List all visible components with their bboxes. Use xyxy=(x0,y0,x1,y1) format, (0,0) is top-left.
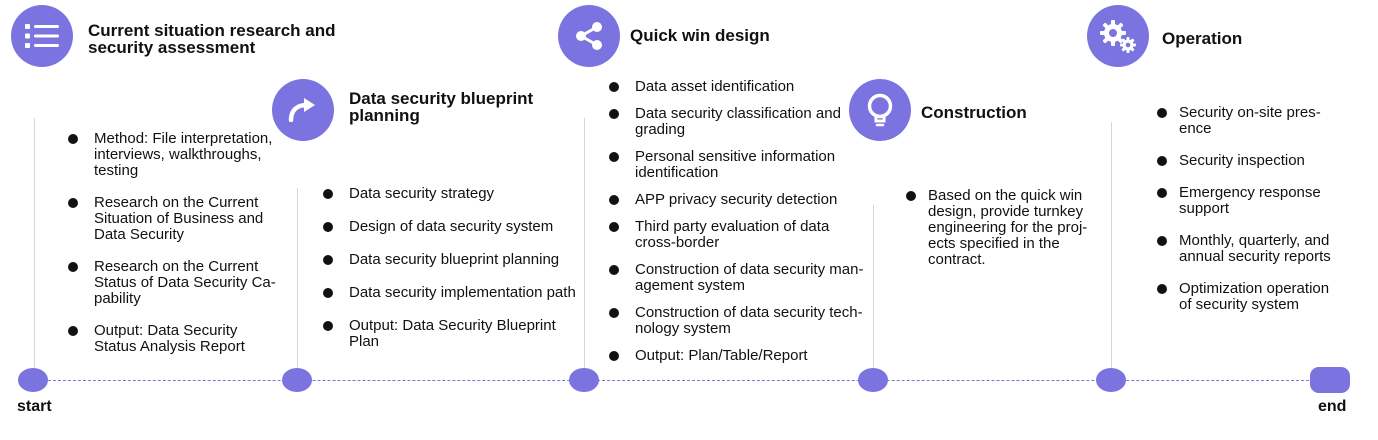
bullet-icon xyxy=(609,195,619,205)
stage-item-list: Security on-site pres-ence Security insp… xyxy=(1157,105,1342,313)
list-item: Data security implementation path xyxy=(323,285,583,301)
divider-line xyxy=(584,118,585,368)
list-item: Research on the Current Status of Data S… xyxy=(68,259,283,307)
list-item: Output: Data Security Blueprint Plan xyxy=(323,318,583,350)
stage-item-list: Method: File interpretation, interviews,… xyxy=(68,131,283,355)
bullet-icon xyxy=(1157,108,1167,118)
timeline-node xyxy=(569,368,599,392)
list-item: Third party evaluation of data cross-bor… xyxy=(609,219,871,251)
list-item: Based on the quick win design, provide t… xyxy=(906,188,1098,268)
timeline-end-label: end xyxy=(1318,398,1347,415)
bullet-icon xyxy=(609,265,619,275)
list-item: Research on the Current Situation of Bus… xyxy=(68,195,283,243)
list-item: Output: Plan/Table/Report xyxy=(609,348,871,364)
divider-line xyxy=(297,188,298,368)
list-item: Monthly, quarterly, and annual security … xyxy=(1157,233,1342,265)
list-item: Data security strategy xyxy=(323,186,583,202)
list-item: Output: Data Security Status Analysis Re… xyxy=(68,323,283,355)
divider-line xyxy=(34,118,35,368)
gears-icon xyxy=(1087,5,1149,67)
list-item: Construction of data security man-agemen… xyxy=(609,262,871,294)
stage-title: Construction xyxy=(921,103,1027,122)
bullet-icon xyxy=(68,134,78,144)
divider-line xyxy=(873,205,874,368)
bullet-icon xyxy=(68,262,78,272)
bullet-icon xyxy=(1157,188,1167,198)
list-item: Personal sensitive information identific… xyxy=(609,149,871,181)
bullet-icon xyxy=(323,222,333,232)
stage-title: Operation xyxy=(1162,29,1243,48)
stage-item-list: Data security strategy Design of data se… xyxy=(323,186,583,350)
share-icon xyxy=(558,5,620,67)
bullet-icon xyxy=(609,308,619,318)
bullet-icon xyxy=(323,321,333,331)
bullet-icon xyxy=(323,288,333,298)
lightbulb-icon xyxy=(849,79,911,141)
stage-title: Data security blueprint planning xyxy=(349,89,534,125)
timeline-end-node xyxy=(1310,367,1350,393)
divider-line xyxy=(1111,122,1112,368)
bullet-icon xyxy=(609,222,619,232)
bullet-icon xyxy=(1157,156,1167,166)
bullet-icon xyxy=(1157,284,1167,294)
list-item: Method: File interpretation, interviews,… xyxy=(68,131,283,179)
bullet-icon xyxy=(323,255,333,265)
bullet-icon xyxy=(609,109,619,119)
stage-title: Current situation research and security … xyxy=(88,21,336,57)
list-item: Data security blueprint planning xyxy=(323,252,583,268)
timeline-node xyxy=(858,368,888,392)
list-item: Security inspection xyxy=(1157,153,1342,169)
list-item: Data security classification and grading xyxy=(609,106,871,138)
bullet-icon xyxy=(609,351,619,361)
list-item: Emergency response support xyxy=(1157,185,1342,217)
bullet-icon xyxy=(609,152,619,162)
stage-item-list: Based on the quick win design, provide t… xyxy=(906,188,1098,268)
stage-title: Quick win design xyxy=(630,26,770,45)
list-item: APP privacy security detection xyxy=(609,192,871,208)
list-item: Optimization operation of security syste… xyxy=(1157,281,1342,313)
list-item: Design of data security system xyxy=(323,219,583,235)
stage-item-list: Data asset identification Data security … xyxy=(609,79,871,364)
timeline-axis xyxy=(33,380,1329,381)
bullet-icon xyxy=(1157,236,1167,246)
timeline-node xyxy=(282,368,312,392)
list-item: Security on-site pres-ence xyxy=(1157,105,1342,137)
list-icon xyxy=(11,5,73,67)
bullet-icon xyxy=(68,198,78,208)
bullet-icon xyxy=(906,191,916,201)
bullet-icon xyxy=(609,82,619,92)
list-item: Data asset identification xyxy=(609,79,871,95)
timeline-node xyxy=(1096,368,1126,392)
forward-arrow-icon xyxy=(272,79,334,141)
bullet-icon xyxy=(323,189,333,199)
list-item: Construction of data security tech-nolog… xyxy=(609,305,871,337)
timeline-node xyxy=(18,368,48,392)
bullet-icon xyxy=(68,326,78,336)
timeline-start-label: start xyxy=(17,398,52,415)
